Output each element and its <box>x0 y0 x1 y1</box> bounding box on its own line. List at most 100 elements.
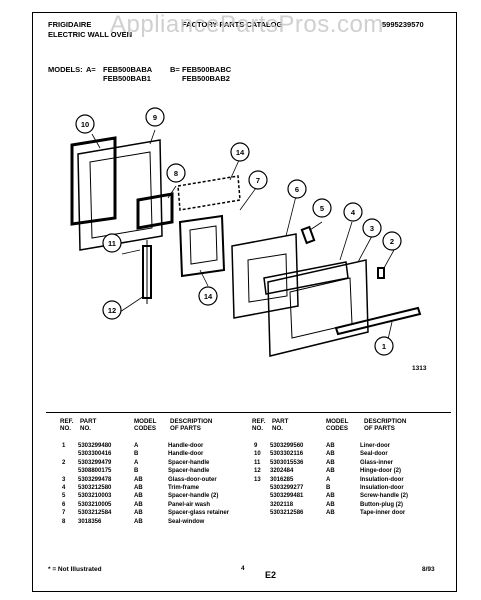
brand-name: FRIGIDAIRE <box>48 20 92 29</box>
table-cell-part: 5303212580 <box>78 485 112 491</box>
table-cell-model: AB <box>134 476 143 483</box>
table-cell-model: AB <box>134 510 143 517</box>
table-cell-part: 3016285 <box>270 476 294 483</box>
not-illustrated-note: * = Not Illustrated <box>48 566 102 573</box>
callout-7 <box>248 170 268 190</box>
figure-code: 1313 <box>412 365 427 372</box>
callout-label: 10 <box>81 120 89 129</box>
table-cell-model: B <box>326 485 331 491</box>
table-cell-desc: Tape-inner door <box>360 510 406 517</box>
table-cell-part: 5303299478 <box>78 476 112 483</box>
handle-part <box>334 306 422 336</box>
outer-glass-part <box>267 259 369 357</box>
callout-14-top <box>230 142 250 162</box>
callout-label: 6 <box>295 185 299 194</box>
trim-frame-part <box>178 214 226 278</box>
callout-2 <box>382 231 402 251</box>
model-a-prefix: A= <box>86 65 96 74</box>
table-cell-part: 3202484 <box>270 468 294 475</box>
table-cell-desc: Trim-frame <box>168 485 200 491</box>
table-cell-ref: 5 <box>62 493 66 500</box>
revision-date: 8/93 <box>422 566 435 573</box>
table-cell-model: AB <box>326 459 335 466</box>
callout-11 <box>102 233 122 253</box>
callout-12 <box>102 300 122 320</box>
table-cell-model: A <box>134 459 139 466</box>
table-top-rule <box>46 412 451 413</box>
table-cell-desc: Screw-handle (2) <box>360 493 409 500</box>
table-cell-part: 5308800175 <box>78 468 112 475</box>
table-cell-ref: 7 <box>62 510 66 517</box>
callout-3 <box>362 218 382 238</box>
table-cell-model: A <box>134 443 139 449</box>
table-cell-part: 5303300416 <box>78 451 112 458</box>
table-cell-part: 5303015536 <box>270 459 304 466</box>
table-cell-model: B <box>134 451 139 458</box>
callout-10 <box>75 114 95 134</box>
table-cell-desc: Hinge-door (2) <box>360 468 401 475</box>
table-cell-desc: Spacer-handle (2) <box>168 493 219 500</box>
table-cell-desc: Panel-air wash <box>168 501 211 508</box>
table-cell-ref: 1 <box>62 443 66 449</box>
table-cell-desc: Glass-door-outer <box>168 476 217 483</box>
table-cell-part: 5303210005 <box>78 501 112 508</box>
spacer-part-top <box>177 175 241 211</box>
table-cell-model: AB <box>326 493 335 500</box>
table-cell-desc: Spacer-handle <box>168 459 210 466</box>
table-cell-desc: Button-plug (2) <box>360 501 403 508</box>
liner-door-part <box>77 139 163 251</box>
table-cell-ref: 9 <box>254 443 258 449</box>
table-cell-model: AB <box>134 518 143 525</box>
table-cell-model: AB <box>326 501 335 508</box>
table-cell-ref: 12 <box>254 468 261 475</box>
panel-airwash-window <box>247 253 288 303</box>
callout-4 <box>343 202 363 222</box>
table-cell-ref: 2 <box>62 459 66 466</box>
right-ref-header: REF.NO. <box>252 418 266 432</box>
liner-door-inner <box>89 151 153 239</box>
callout-6 <box>287 179 307 199</box>
callout-label: 11 <box>108 239 116 248</box>
callout-label: 1 <box>382 342 386 351</box>
table-cell-model: AB <box>326 510 335 517</box>
panel-airwash-part <box>231 233 299 319</box>
table-cell-part: 3202118 <box>270 501 294 508</box>
callout-label: 12 <box>108 306 116 315</box>
table-cell-part: 5303212586 <box>270 510 304 517</box>
table-cell-ref: 4 <box>62 485 66 491</box>
seal-door-part <box>70 136 117 226</box>
model-a2: FEB500BAB1 <box>103 74 151 83</box>
model-b-prefix: B= <box>170 65 180 74</box>
spacer-handle-part <box>300 225 316 245</box>
table-cell-desc: Handle-door <box>168 451 204 458</box>
table-cell-part: 5303212584 <box>78 510 112 517</box>
table-cell-desc: Spacer-handle <box>168 468 210 475</box>
table-cell-part: 5303299479 <box>78 459 112 466</box>
document-number: 5995239570 <box>382 20 424 29</box>
table-cell-model: AB <box>326 443 335 449</box>
table-cell-ref: 10 <box>254 451 261 458</box>
table-cell-model: AB <box>326 468 335 475</box>
table-cell-model: A <box>326 476 331 483</box>
table-cell-model: AB <box>134 493 143 500</box>
page-border <box>32 12 457 592</box>
model-b2: FEB500BAB2 <box>182 74 230 83</box>
table-cell-desc: Glass-inner <box>360 459 394 466</box>
callout-8 <box>166 163 186 183</box>
table-cell-desc: Seal-door <box>360 451 388 458</box>
table-cell-desc: Spacer-glass retainer <box>168 510 230 517</box>
callout-14-bottom <box>198 286 218 306</box>
table-cell-ref: 11 <box>254 459 261 466</box>
table-cell-model: AB <box>134 485 143 491</box>
callout-label: 7 <box>256 176 260 185</box>
callout-label: 14 <box>236 148 245 157</box>
table-cell-model: AB <box>326 451 335 458</box>
callout-label: 8 <box>174 169 178 178</box>
table-cell-desc: Insulation-door <box>360 476 404 483</box>
table-cell-ref: 8 <box>62 518 66 525</box>
callout-1 <box>374 336 394 356</box>
